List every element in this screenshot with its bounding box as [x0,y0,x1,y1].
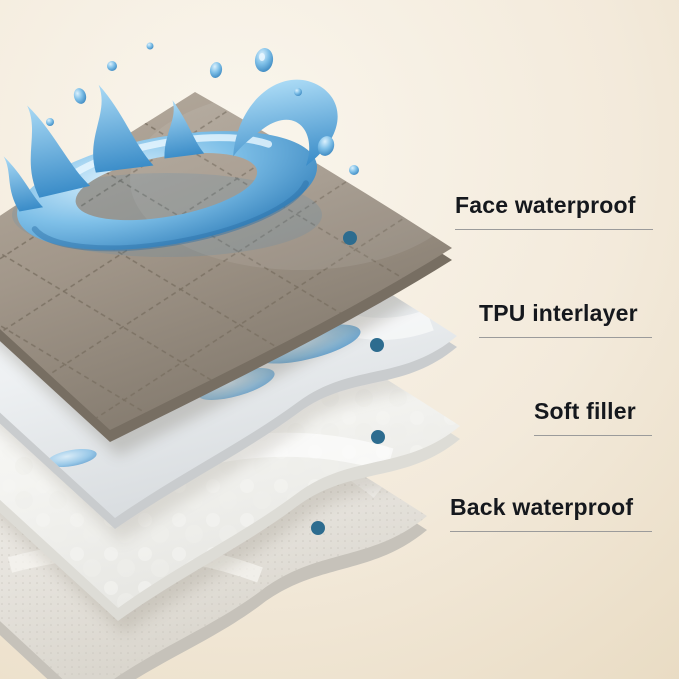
callout-label-soft-filler: Soft filler [534,398,636,424]
callout-dot-face-waterproof [343,231,357,245]
callout-dot-soft-filler [371,430,385,444]
callout-tpu-interlayer: TPU interlayer [479,300,652,338]
callout-label-back-waterproof: Back waterproof [450,494,634,520]
callout-label-face-waterproof: Face waterproof [455,192,636,218]
callout-face-waterproof: Face waterproof [455,192,653,230]
callout-underline [450,530,652,532]
callout-underline [534,434,652,436]
water-splash-icon [3,79,338,252]
callout-dot-tpu-interlayer [370,338,384,352]
water-droplets-icon [46,42,359,175]
callout-underline [479,336,652,338]
callout-back-waterproof: Back waterproof [450,494,652,532]
callout-label-tpu-interlayer: TPU interlayer [479,300,638,326]
callout-underline [455,228,653,230]
callout-dot-back-waterproof [311,521,325,535]
callout-soft-filler: Soft filler [534,398,652,436]
